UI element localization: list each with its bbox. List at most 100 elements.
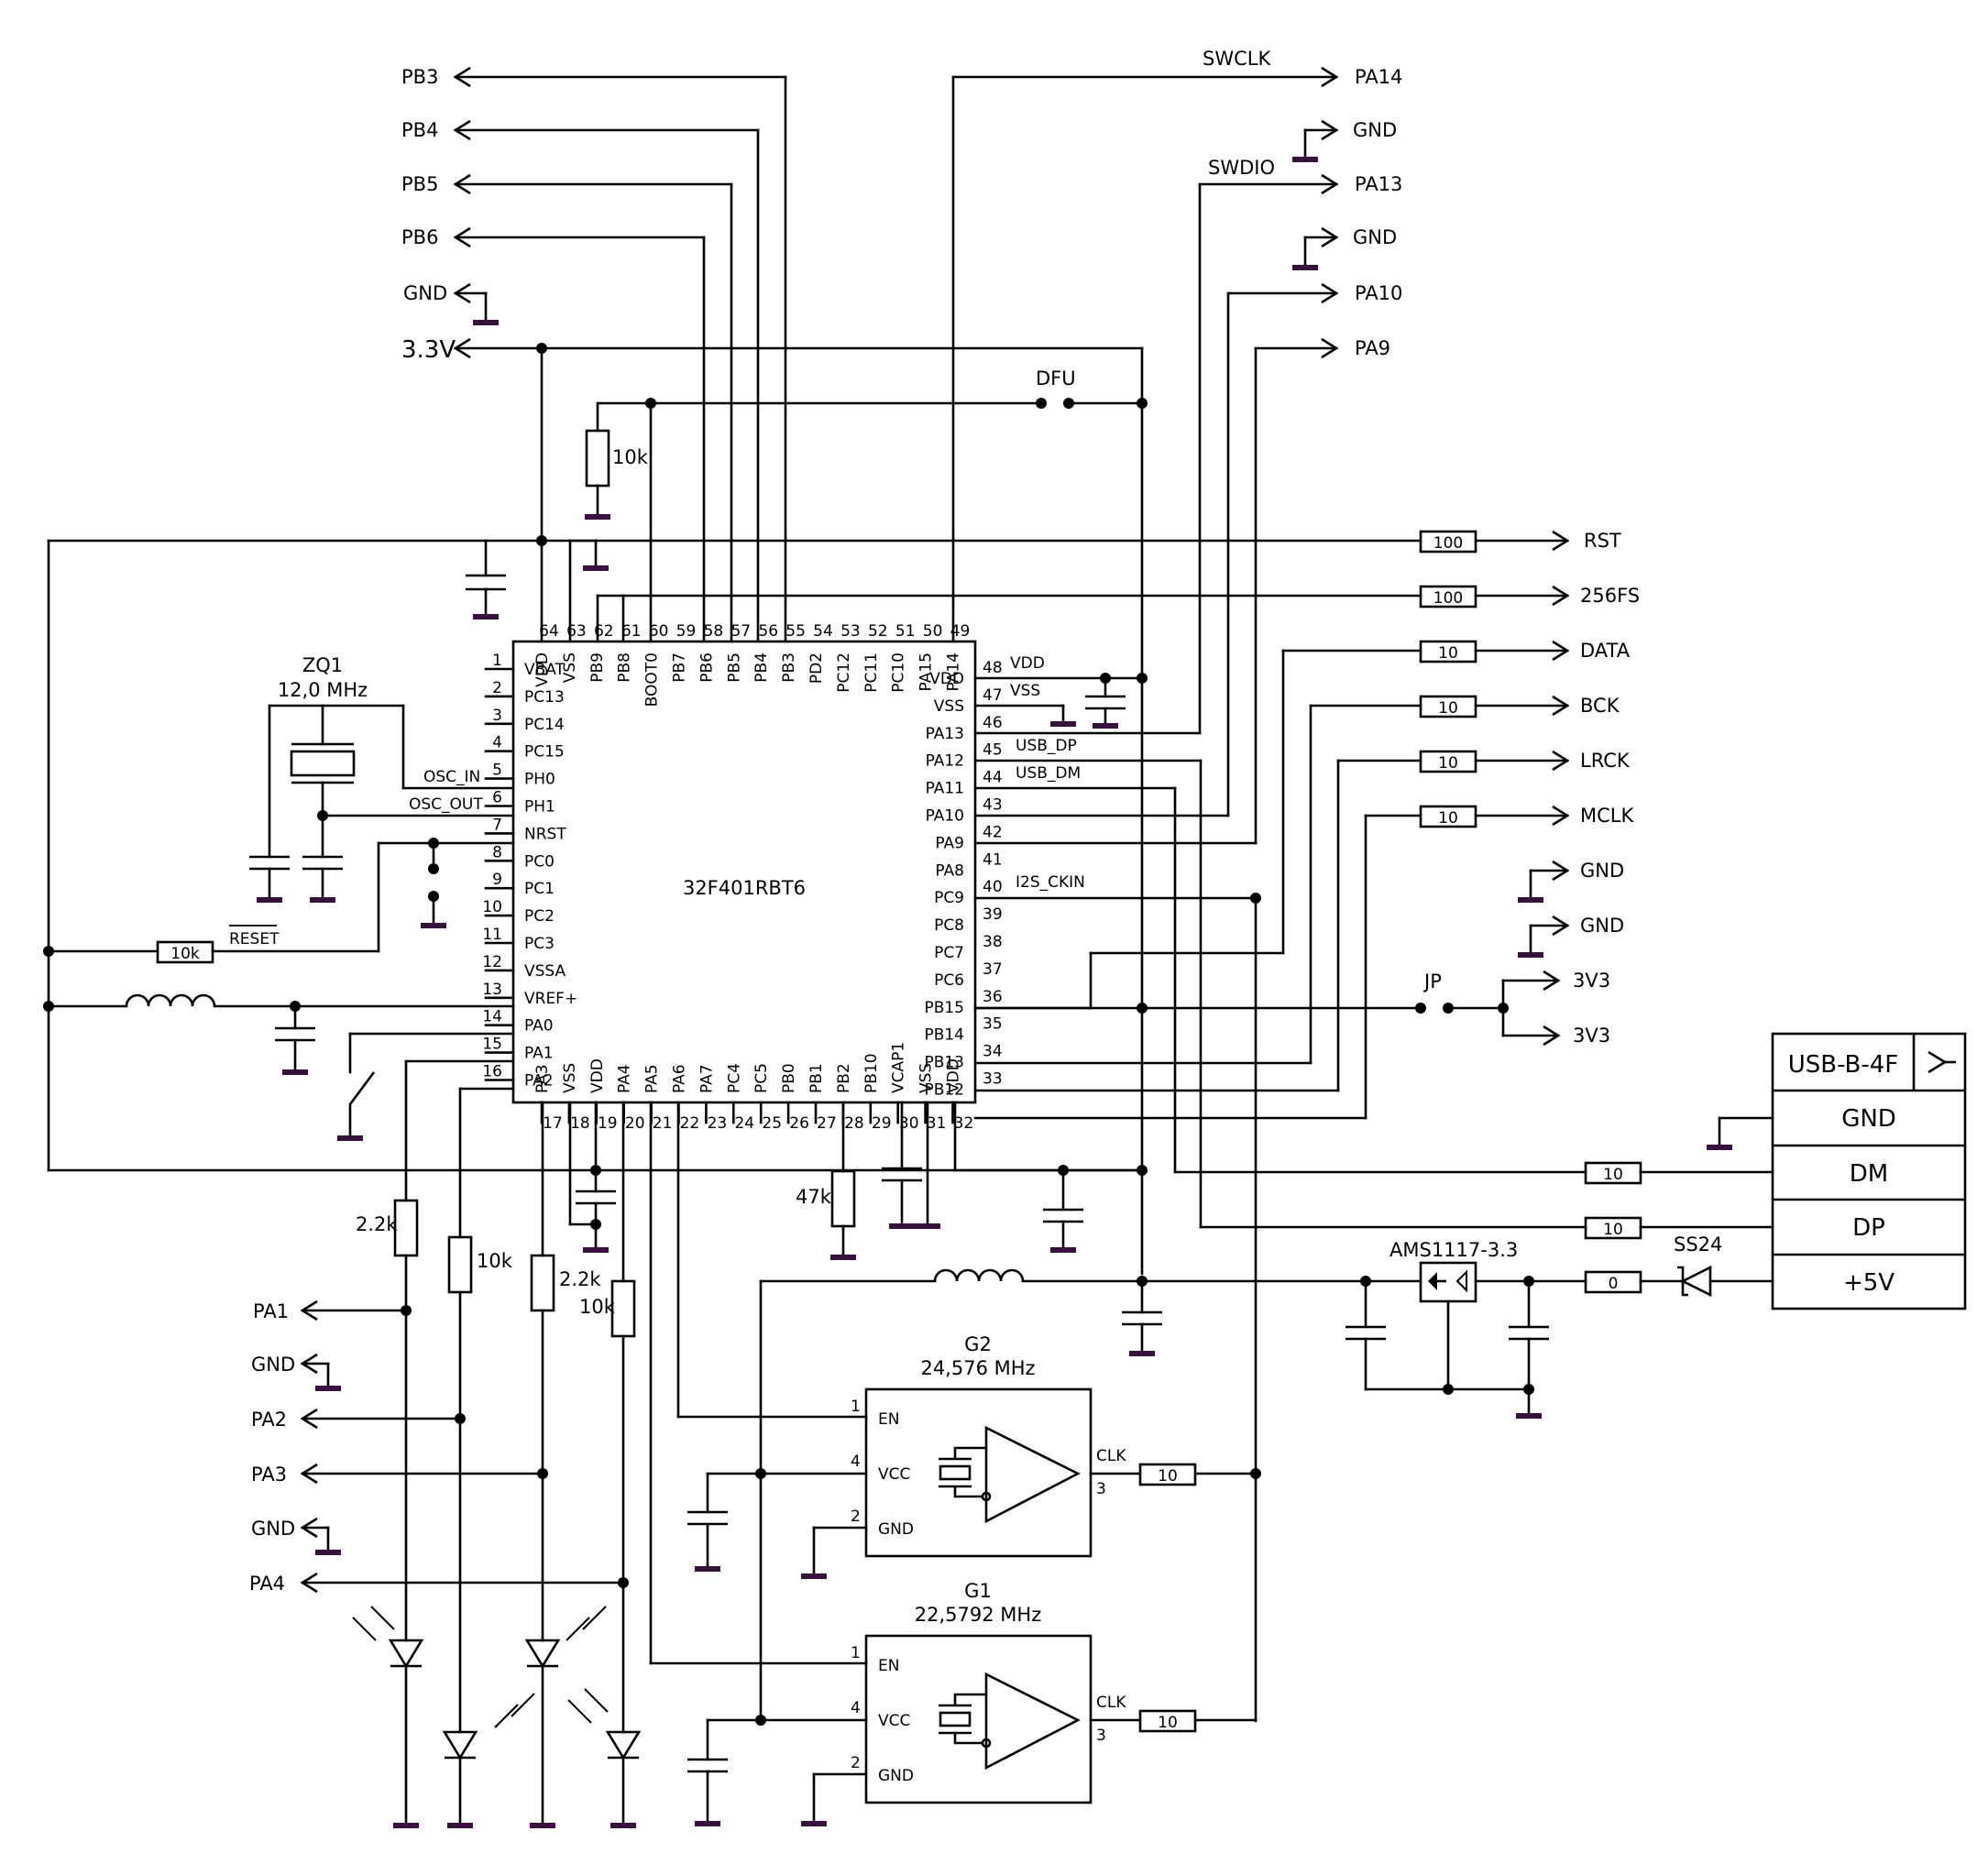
r-data-value: 10 — [1438, 644, 1458, 663]
net-pb6: PB6 — [401, 226, 438, 248]
pin-61-name: PB8 — [616, 652, 634, 683]
pin-8-number: 8 — [492, 843, 502, 861]
net-data: DATA — [1580, 640, 1631, 662]
usb-pin-dm: DM — [1850, 1160, 1888, 1188]
net-pa9: PA9 — [1355, 337, 1390, 359]
pin-24-name: PC4 — [725, 1063, 743, 1093]
pin-39-number: 39 — [983, 905, 1003, 924]
top-right-nets: SWCLK PA14 GND SWDIO PA13 GND PA10 PA9 — [951, 48, 1402, 845]
net-gnd-led-1: GND — [251, 1354, 295, 1376]
net-osc-in: OSC_IN — [423, 768, 480, 786]
r-pa2-value: 10k — [477, 1250, 513, 1272]
power-usb-area: AMS1117-3.3 0 SS24 USB-B-4F GND DM DP +5… — [759, 759, 1967, 1416]
pin-10-number: 10 — [482, 898, 502, 916]
pin-59-number: 59 — [676, 622, 697, 641]
g1-ref: G1 — [964, 1580, 992, 1602]
pin47-inner-label: VSS — [1010, 682, 1040, 700]
pin-31-name: VSS — [917, 1063, 936, 1093]
net-mclk: MCLK — [1580, 805, 1634, 827]
pin-23-number: 23 — [708, 1114, 728, 1133]
r-bck-value: 10 — [1438, 699, 1458, 718]
pin-44-number: 44 — [983, 769, 1003, 787]
net-swdio: SWDIO — [1208, 157, 1275, 179]
pin-3-number: 3 — [492, 707, 502, 725]
pin-54-number: 54 — [813, 622, 833, 641]
g2-pin3: 3 — [1096, 1480, 1106, 1498]
pin-34-number: 34 — [983, 1043, 1003, 1061]
pin-57-name: PB5 — [725, 652, 743, 683]
pin-59-name: PB7 — [671, 652, 689, 683]
pin-43-number: 43 — [983, 796, 1003, 815]
pin-64-name: VDD — [533, 652, 552, 687]
net-pa4: PA4 — [249, 1573, 285, 1595]
pin-53-number: 53 — [840, 622, 861, 641]
crystal-freq: 12,0 MHz — [278, 679, 368, 701]
net-pb5: PB5 — [401, 173, 438, 195]
pin-49-name: PA14 — [945, 652, 963, 691]
net-swclk: SWCLK — [1203, 48, 1271, 70]
pin-15-name: PA1 — [524, 1045, 554, 1063]
r-pa4-value: 10k — [579, 1296, 616, 1318]
pin-34-name: PB13 — [924, 1054, 964, 1072]
pin-21-number: 21 — [653, 1114, 673, 1133]
pin-30-name: VCAP1 — [890, 1042, 908, 1093]
pin-15-number: 15 — [482, 1036, 502, 1054]
pin-16-number: 16 — [482, 1063, 502, 1081]
net-pa13: PA13 — [1355, 173, 1402, 195]
r-mclk-value: 10 — [1438, 809, 1458, 828]
pin-42-number: 42 — [983, 823, 1003, 841]
pin-18-name: VSS — [561, 1063, 579, 1093]
g1-freq: 22,5792 MHz — [915, 1604, 1041, 1626]
net-bck: BCK — [1580, 695, 1620, 717]
net-256fs: 256FS — [1580, 585, 1640, 607]
pin-19-number: 19 — [598, 1114, 618, 1133]
usb-title: USB-B-4F — [1788, 1051, 1899, 1079]
pin-56-number: 56 — [758, 622, 778, 641]
ldo-name: AMS1117-3.3 — [1389, 1239, 1518, 1261]
pin-52-name: PC11 — [862, 652, 881, 693]
pin-20-name: PA4 — [616, 1064, 634, 1093]
r-g1-value: 10 — [1158, 1714, 1178, 1732]
g2-freq: 24,576 MHz — [920, 1357, 1035, 1379]
pin-26-number: 26 — [789, 1114, 809, 1133]
pin-12-name: VSSA — [524, 962, 566, 981]
net-gnd-led-2: GND — [251, 1518, 295, 1540]
pin-43-name: PA10 — [926, 807, 964, 826]
r-pa3-value: 2.2k — [559, 1268, 601, 1290]
pin48-inner-label: VDD — [1010, 654, 1045, 673]
pin-14-number: 14 — [482, 1008, 502, 1026]
pin-36-number: 36 — [983, 988, 1003, 1006]
g1-pin2: 2 — [851, 1754, 861, 1772]
pin-58-name: PB6 — [697, 652, 716, 683]
pin-22-number: 22 — [680, 1114, 700, 1133]
net-osc-out: OSC_OUT — [409, 795, 483, 814]
pin-46-number: 46 — [983, 714, 1003, 732]
net-3v3-rail: 3.3V — [401, 336, 456, 364]
net-pa1: PA1 — [253, 1300, 289, 1322]
g2-en-label: EN — [878, 1410, 899, 1429]
clock-reset-area: ZQ1 12,0 MHz OSC_IN OSC_OUT 10k RESET — [47, 654, 515, 1138]
pin-51-name: PC10 — [890, 652, 908, 693]
pin-11-name: PC3 — [524, 935, 555, 953]
pin-30-number: 30 — [899, 1114, 919, 1133]
pin-58-number: 58 — [704, 622, 724, 641]
net-pa10: PA10 — [1355, 282, 1402, 304]
r-reset-value: 10k — [170, 945, 200, 963]
pin-6-name: PH1 — [524, 798, 555, 817]
net-rst: RST — [1584, 530, 1621, 552]
g1-clk-label: CLK — [1096, 1694, 1126, 1712]
pin-55-name: PB3 — [780, 652, 798, 683]
pin-9-name: PC1 — [524, 880, 555, 898]
pin-51-number: 51 — [895, 622, 916, 641]
pin-42-name: PA9 — [935, 834, 964, 852]
pin-17-name: PA3 — [533, 1064, 552, 1093]
r-g2-value: 10 — [1158, 1467, 1178, 1486]
pin-10-name: PC2 — [524, 907, 555, 926]
net-gnd-right-2: GND — [1580, 915, 1624, 937]
oscillator-g2: G2 24,576 MHz EN VCC GND CLK 1 4 2 3 10 — [687, 1333, 1258, 1576]
pin-16-name: PA2 — [524, 1072, 554, 1091]
pin-35-number: 35 — [983, 1015, 1003, 1034]
pin-23-name: PA7 — [697, 1064, 716, 1093]
usb-pin-gnd: GND — [1841, 1105, 1896, 1133]
jumper-dfu-label: DFU — [1036, 367, 1076, 389]
